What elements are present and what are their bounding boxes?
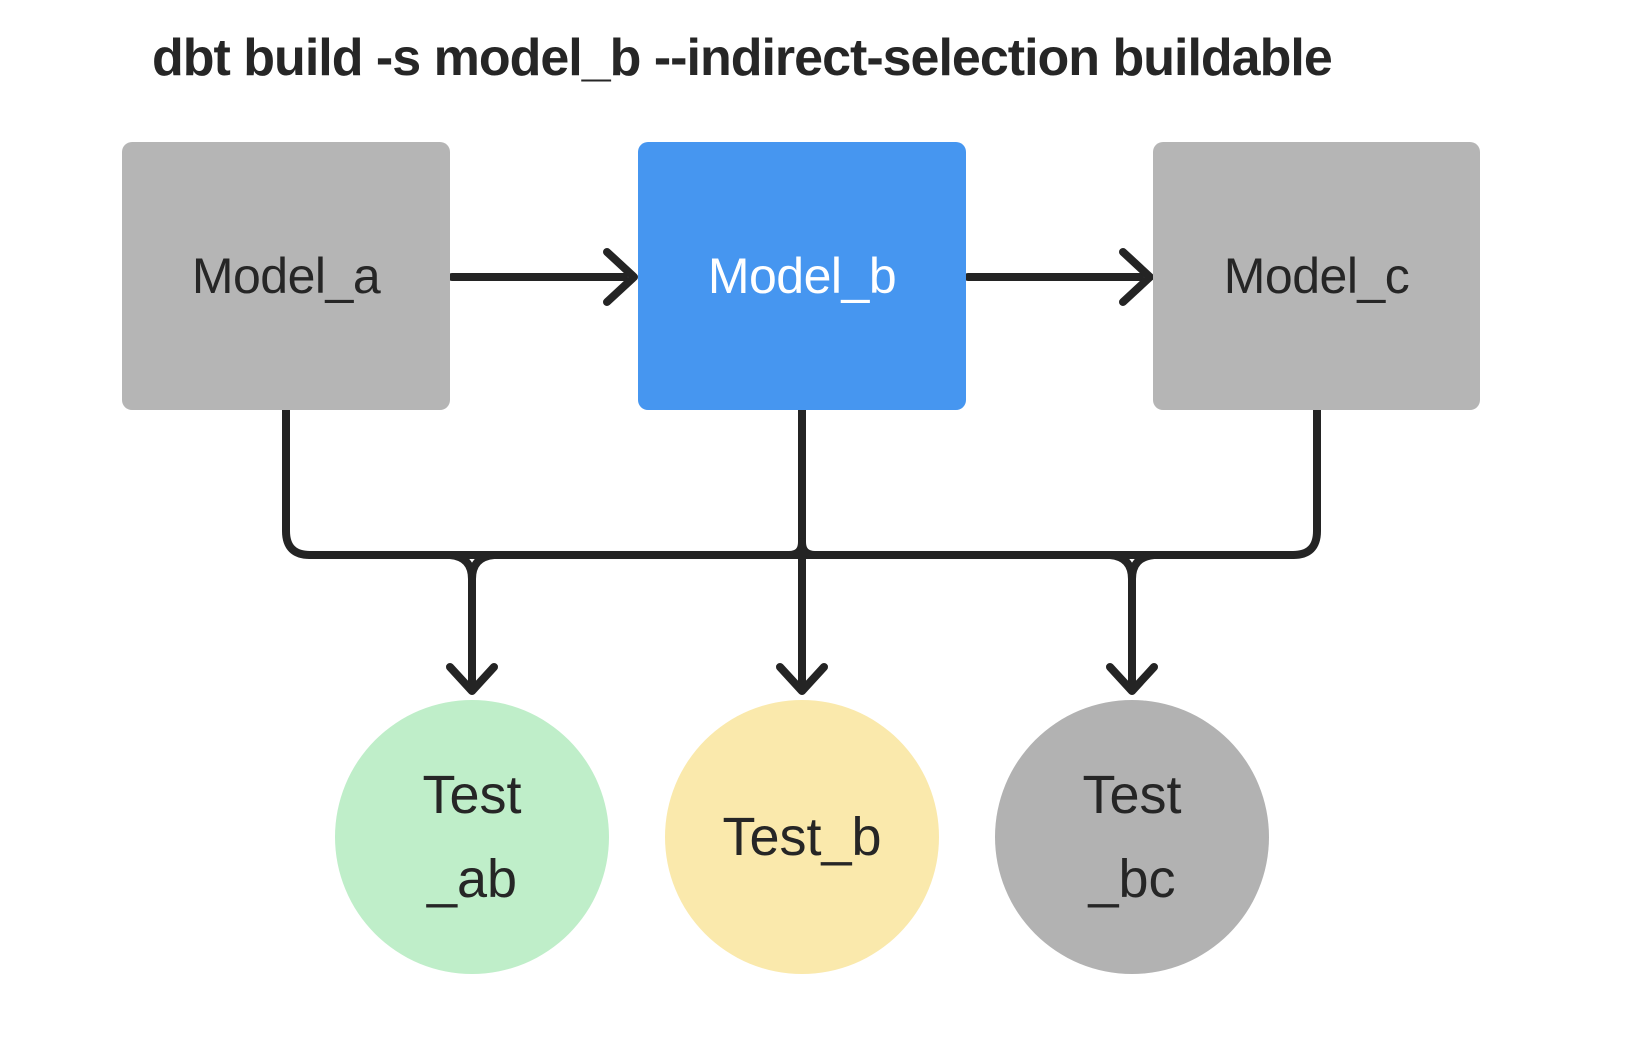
test-node-b: Test_b	[665, 700, 939, 974]
edge-model-b-to-test-b	[776, 404, 828, 695]
connector-model-c-drop	[1289, 404, 1321, 559]
edge-model-a-to-model-b	[448, 248, 638, 306]
model-node-c-label: Model_c	[1223, 248, 1410, 304]
edge-bus-to-test-ab	[446, 551, 498, 695]
model-node-c: Model_c	[1153, 142, 1480, 410]
junction-fillet-b-right	[798, 538, 819, 559]
test-node-ab-label-line2: _ab	[426, 849, 518, 909]
edge-bus-to-test-bc	[1106, 551, 1158, 695]
connector-model-a-drop	[282, 404, 314, 559]
model-node-b-label: Model_b	[707, 248, 897, 304]
test-node-b-label: Test_b	[722, 807, 882, 867]
test-node-ab: Test _ab	[335, 700, 609, 974]
model-node-a: Model_a	[122, 142, 450, 410]
diagram-title: dbt build -s model_b --indirect-selectio…	[152, 29, 1333, 87]
model-node-a-label: Model_a	[191, 248, 381, 304]
test-node-bc-label-line1: Test	[1082, 765, 1182, 825]
test-node-bc-label-line2: _bc	[1088, 849, 1176, 909]
edge-model-b-to-model-c	[964, 248, 1154, 306]
test-node-bc: Test _bc	[995, 700, 1269, 974]
test-node-ab-label-line1: Test	[422, 765, 522, 825]
model-node-b: Model_b	[638, 142, 966, 410]
